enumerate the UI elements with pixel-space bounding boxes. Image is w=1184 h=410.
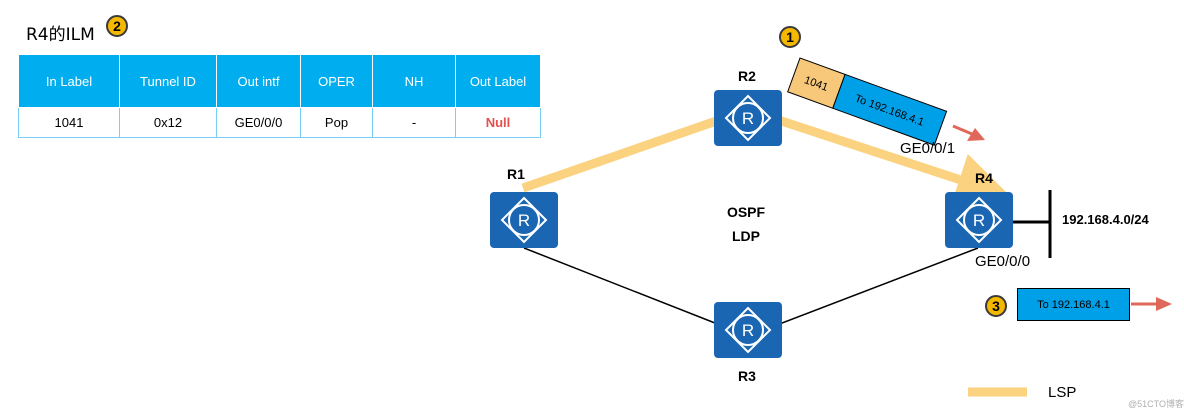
protocol-ldp: LDP [732, 228, 760, 244]
protocol-labels: OSPF LDP [708, 200, 784, 248]
cell-tunnel-id: 0x12 [119, 107, 217, 138]
cell-oper: Pop [300, 107, 373, 138]
ilm-header-row: In Label Tunnel ID Out intf OPER NH Out … [18, 54, 541, 108]
header-oper: OPER [300, 54, 373, 108]
step-1-badge: 1 [779, 26, 801, 48]
packet-3: To 192.168.4.1 [1017, 288, 1130, 321]
router-label-r3: R3 [738, 368, 756, 384]
header-in-label: In Label [18, 54, 120, 108]
cell-nh: - [372, 107, 456, 138]
table-row: 1041 0x12 GE0/0/0 Pop - Null [18, 107, 541, 138]
packet-3-arrow-head [1156, 297, 1172, 311]
step-2-badge: 2 [106, 15, 128, 37]
router-label-r2: R2 [738, 68, 756, 84]
link-r1-r3 [523, 247, 749, 337]
router-icon [713, 301, 783, 359]
interface-label-r4-out: GE0/0/0 [975, 253, 1031, 270]
protocol-ospf: OSPF [726, 204, 766, 220]
cell-out-label: Null [455, 107, 541, 138]
ilm-title: R4的ILM [26, 25, 95, 45]
header-out-intf: Out intf [216, 54, 301, 108]
router-label-r1: R1 [507, 166, 525, 182]
packet-1-arrow-shaft [952, 124, 973, 136]
network-label: 192.168.4.0/24 [1062, 212, 1149, 227]
packet-1-arrow-head [967, 128, 985, 141]
router-icon [489, 191, 559, 249]
cell-out-intf: GE0/0/0 [216, 107, 301, 138]
header-out-label: Out Label [455, 54, 541, 108]
interface-label-r4-in: GE0/0/1 [900, 140, 956, 157]
step-3-badge: 3 [985, 295, 1007, 317]
legend-lsp-label: LSP [1048, 384, 1077, 401]
cell-in-label: 1041 [18, 107, 120, 138]
packet-1-payload-box [832, 73, 948, 146]
link-r3-r4 [747, 247, 979, 337]
router-label-r4: R4 [975, 170, 993, 186]
router-icon [713, 89, 783, 147]
router-icon [944, 191, 1014, 249]
watermark: @51CTO博客 [1128, 399, 1184, 409]
ilm-table: In Label Tunnel ID Out intf OPER NH Out … [18, 54, 541, 138]
